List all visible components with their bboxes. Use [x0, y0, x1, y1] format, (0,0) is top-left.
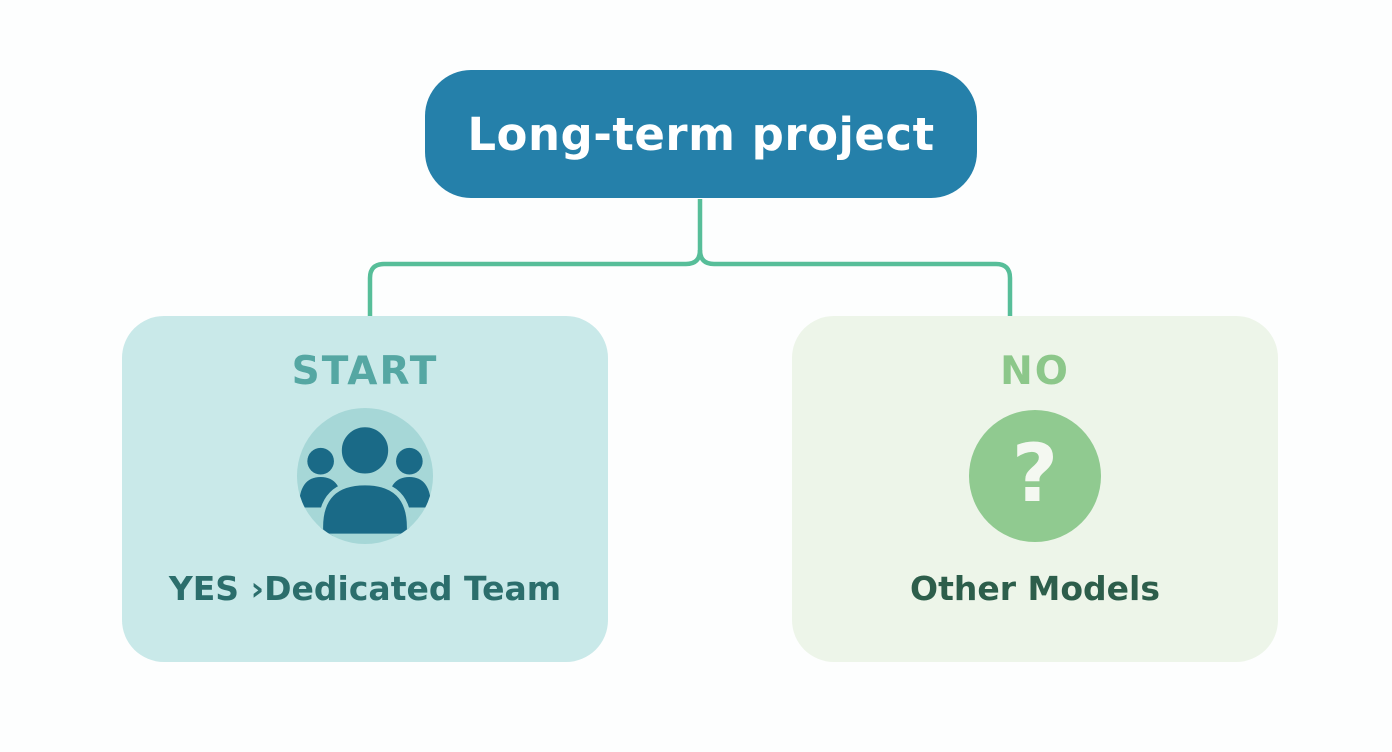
connector-branch-left — [367, 199, 703, 316]
branch-heading-start: START — [291, 349, 439, 394]
team-people-icon — [296, 407, 434, 545]
question-mark-icon: ? — [966, 407, 1104, 545]
branch-heading-no: NO — [1000, 349, 1070, 394]
root-node-label: Long-term project — [467, 107, 935, 161]
branch-node-no-other-models: NO ? Other Models — [792, 316, 1278, 662]
connector-branch-right — [697, 249, 1013, 316]
root-node-long-term-project: Long-term project — [425, 70, 977, 198]
branch-caption-other-models: Other Models — [910, 569, 1160, 608]
question-mark-circle: ? — [969, 410, 1101, 542]
question-mark-glyph: ? — [1011, 427, 1059, 520]
branch-caption-yes-dedicated-team: YES ›Dedicated Team — [168, 569, 562, 608]
branch-node-yes-dedicated-team: START YES ›Dedicated Team — [122, 316, 608, 662]
